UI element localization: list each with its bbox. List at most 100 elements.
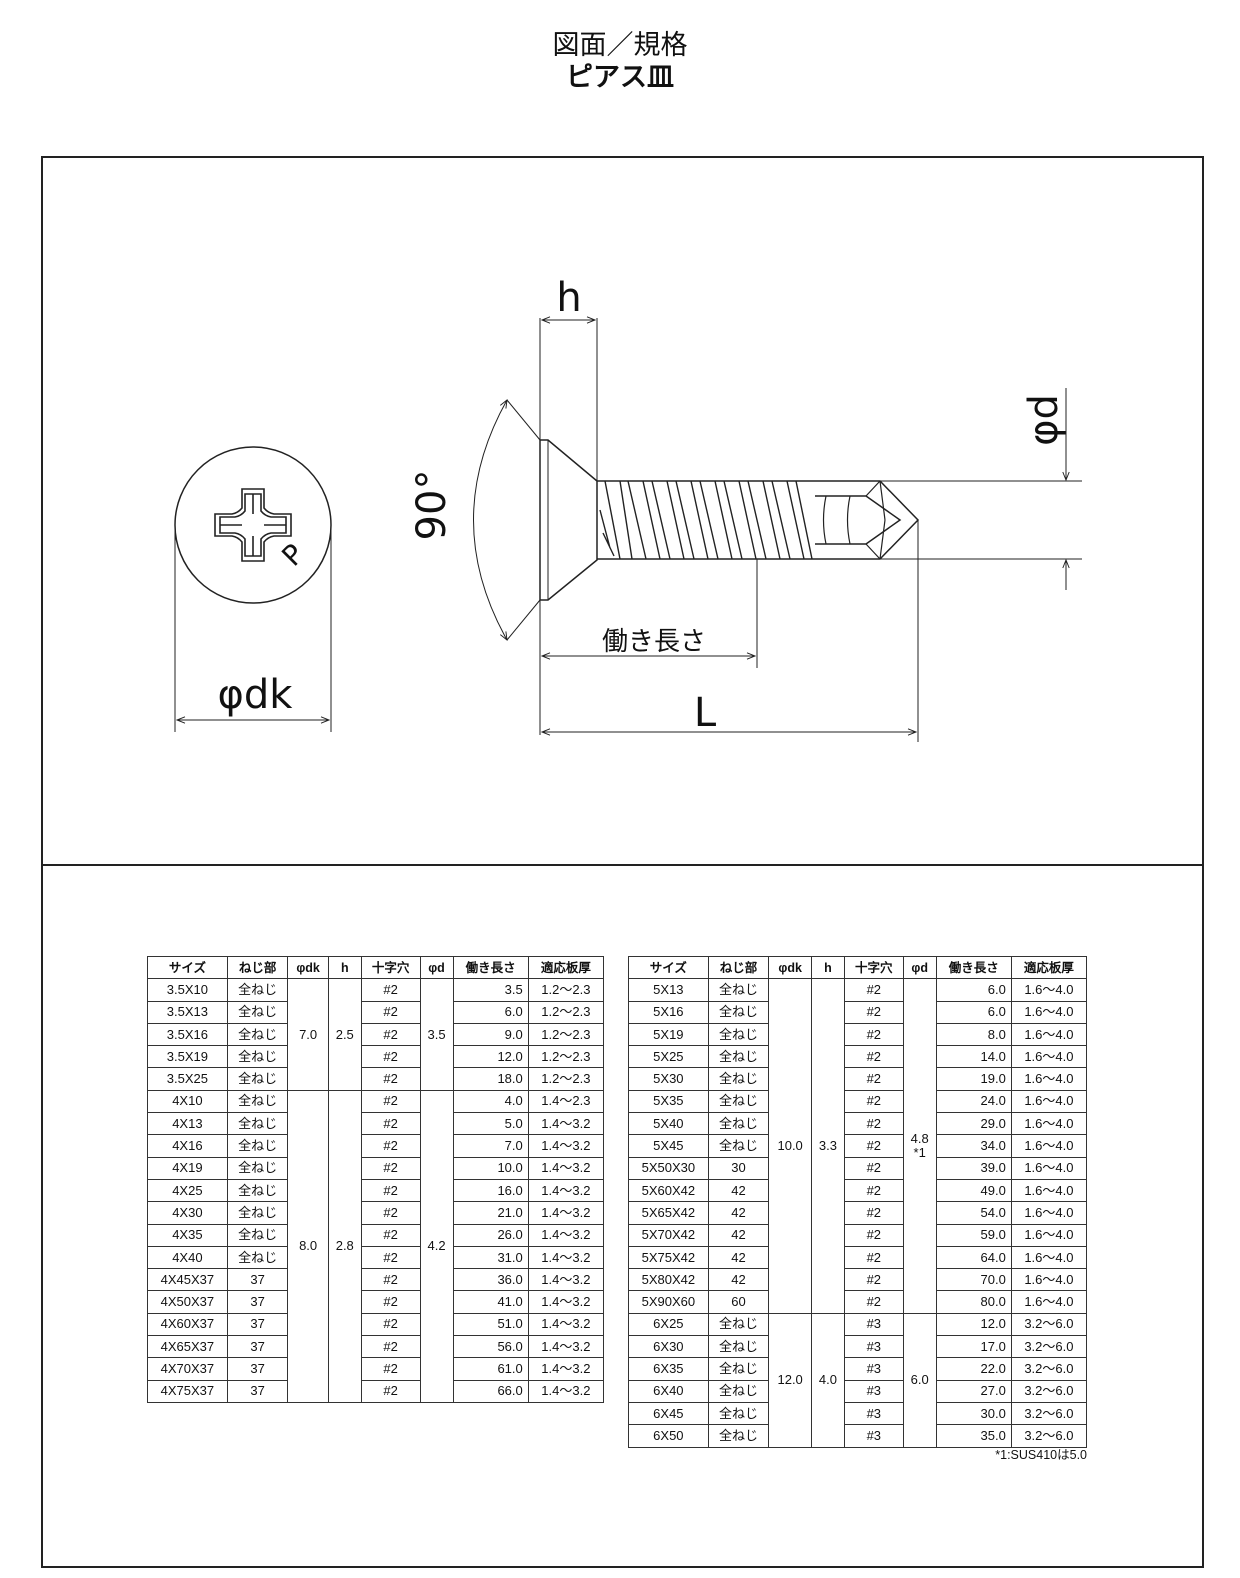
cell-plate-thickness: 1.2～2.3 [527, 1022, 605, 1047]
cell-thread: 全ねじ [707, 1335, 770, 1359]
cell-recess: #2 [360, 1089, 421, 1114]
cell-thread: 全ねじ [707, 1379, 770, 1403]
cell-plate-thickness: 3.2～6.0 [1010, 1335, 1088, 1359]
cell-work-length: 14.0 [935, 1045, 1012, 1069]
cell-thread: 全ねじ [226, 978, 289, 1002]
cell-plate-thickness: 1.4～3.2 [527, 1223, 605, 1247]
table-header-row: サイズ ねじ部 φdk h 十字穴 φd 働き長さ 適応板厚 [628, 955, 1088, 980]
cell-size: 4X50X37 [147, 1290, 228, 1314]
phi-d-note: *1 [913, 1145, 926, 1161]
cell-work-length: 30.0 [935, 1401, 1012, 1426]
cell-phi-d: 4.8*1 [902, 978, 937, 1314]
h-label: h [556, 275, 581, 321]
cell-recess: #2 [843, 1156, 904, 1180]
cell-recess: #2 [843, 1022, 904, 1047]
col-h: h [810, 955, 845, 980]
cell-plate-thickness: 1.2～2.3 [527, 1045, 605, 1069]
cell-size: 4X60X37 [147, 1312, 228, 1337]
cell-thread: 60 [707, 1290, 770, 1314]
cell-recess: #2 [360, 1223, 421, 1247]
cell-recess: #3 [843, 1357, 904, 1381]
cell-plate-thickness: 1.6～4.0 [1010, 1112, 1088, 1136]
phi-d-value: 4.2 [427, 1238, 446, 1254]
cell-thread: 全ねじ [226, 1134, 289, 1158]
col-thread: ねじ部 [707, 955, 770, 980]
cell-recess: #2 [360, 978, 421, 1002]
drawing-frame [41, 156, 1204, 1568]
cell-plate-thickness: 3.2～6.0 [1010, 1379, 1088, 1403]
cell-recess: #2 [843, 1089, 904, 1114]
cell-size: 4X13 [147, 1112, 228, 1136]
cell-thread: 全ねじ [707, 1022, 770, 1047]
footnote: *1:SUS410は5.0 [995, 1448, 1087, 1462]
cell-recess: #2 [843, 1178, 904, 1203]
cell-phi-dk: 10.0 [768, 978, 812, 1314]
cell-recess: #2 [360, 1178, 421, 1203]
screw-head-top-view [174, 446, 332, 732]
cell-work-length: 34.0 [935, 1134, 1012, 1158]
cell-thread: 37 [226, 1379, 289, 1403]
cell-work-length: 24.0 [935, 1089, 1012, 1114]
cell-thread: 全ねじ [707, 1357, 770, 1381]
cell-recess: #2 [360, 1201, 421, 1225]
col-phi-dk: φdk [768, 955, 812, 980]
cell-work-length: 16.0 [452, 1178, 529, 1203]
cell-recess: #2 [843, 1067, 904, 1091]
cell-recess: #2 [843, 1134, 904, 1158]
cell-size: 4X65X37 [147, 1335, 228, 1359]
cell-size: 4X16 [147, 1134, 228, 1158]
cell-work-length: 7.0 [452, 1134, 529, 1158]
cell-recess: #2 [843, 1201, 904, 1225]
cell-work-length: 41.0 [452, 1290, 529, 1314]
cell-size: 5X13 [628, 978, 709, 1002]
cell-size: 3.5X10 [147, 978, 228, 1002]
cell-work-length: 35.0 [935, 1424, 1012, 1448]
cell-recess: #2 [360, 1156, 421, 1180]
cell-size: 4X70X37 [147, 1357, 228, 1381]
cell-size: 3.5X19 [147, 1045, 228, 1069]
cell-size: 4X40 [147, 1245, 228, 1270]
cell-size: 3.5X25 [147, 1067, 228, 1091]
cell-work-length: 4.0 [452, 1089, 529, 1114]
cell-work-length: 80.0 [935, 1290, 1012, 1314]
cell-work-length: 64.0 [935, 1245, 1012, 1270]
cell-recess: #2 [843, 1112, 904, 1136]
cell-plate-thickness: 1.4～3.2 [527, 1312, 605, 1337]
cell-size: 6X35 [628, 1357, 709, 1381]
cell-plate-thickness: 1.4～3.2 [527, 1245, 605, 1270]
cell-recess: #2 [843, 1045, 904, 1069]
cell-thread: 全ねじ [707, 1401, 770, 1426]
cell-thread: 全ねじ [707, 978, 770, 1002]
phi-d-value: 4.8 [910, 1131, 929, 1147]
col-thread: ねじ部 [226, 955, 289, 980]
cell-phi-dk: 12.0 [768, 1312, 812, 1448]
col-size: サイズ [628, 955, 709, 980]
phillips-recess-icon [214, 488, 292, 562]
cell-plate-thickness: 1.4～3.2 [527, 1357, 605, 1381]
cell-plate-thickness: 1.6～4.0 [1010, 1156, 1088, 1180]
cell-work-length: 10.0 [452, 1156, 529, 1180]
cell-thread: 42 [707, 1223, 770, 1247]
cell-recess: #2 [843, 1223, 904, 1247]
col-plate-thickness: 適応板厚 [527, 955, 605, 980]
cell-recess: #3 [843, 1401, 904, 1426]
cell-work-length: 3.5 [452, 978, 529, 1002]
cell-work-length: 59.0 [935, 1223, 1012, 1247]
cell-plate-thickness: 1.6～4.0 [1010, 978, 1088, 1002]
cell-work-length: 31.0 [452, 1245, 529, 1270]
cell-size: 6X40 [628, 1379, 709, 1403]
cell-thread: 全ねじ [226, 1000, 289, 1024]
cell-work-length: 8.0 [935, 1022, 1012, 1047]
